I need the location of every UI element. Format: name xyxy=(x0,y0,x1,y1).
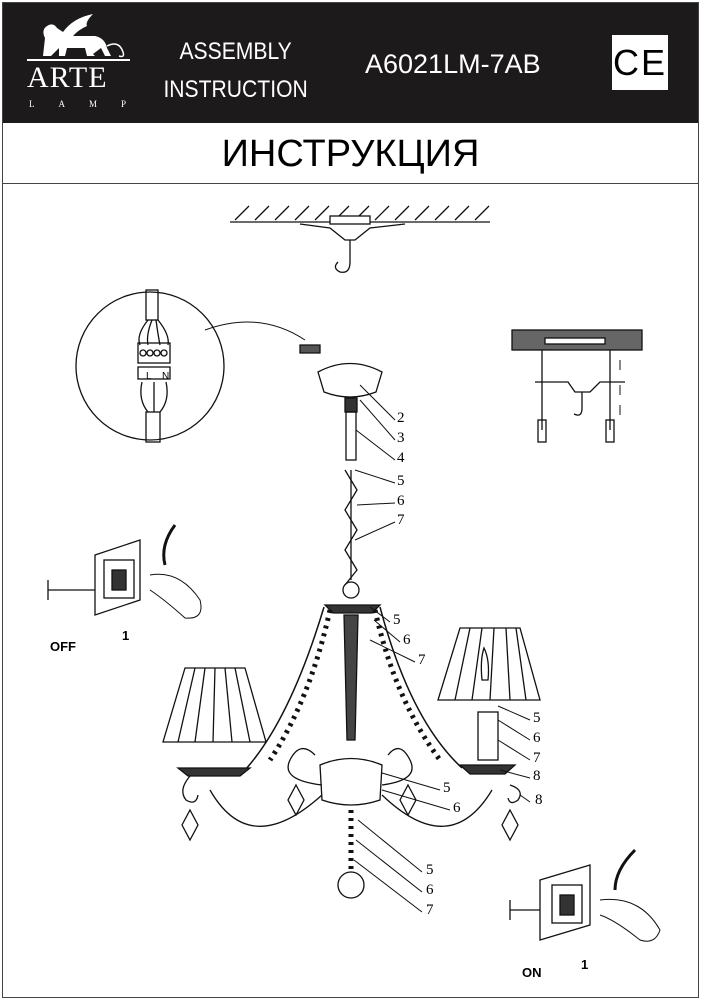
callout-label: 7 xyxy=(418,652,426,668)
callout-label: 7 xyxy=(397,512,405,528)
callout-label: 5 xyxy=(533,710,541,726)
logo-wordmark: ARTE xyxy=(27,61,108,94)
logo-subtitle: LAMP xyxy=(29,99,151,109)
model-number: A6021LM-7AB xyxy=(365,49,541,79)
callout-label: 5 xyxy=(393,612,401,628)
canopy xyxy=(299,344,383,599)
page-title: ИНСТРУКЦИЯ xyxy=(3,123,698,184)
callout-label: 2 xyxy=(397,410,405,426)
callout-label: 5 xyxy=(443,780,451,796)
callout-label: 6 xyxy=(397,493,405,509)
callout-leaders xyxy=(353,384,531,913)
callout-label: 6 xyxy=(426,882,434,898)
callout-label: 5 xyxy=(397,473,405,489)
ce-mark: CE xyxy=(612,35,668,90)
callout-label: 7 xyxy=(533,750,541,766)
lion-logo-icon xyxy=(43,14,125,58)
logo-rule xyxy=(27,59,130,61)
callout-label: 3 xyxy=(397,430,405,446)
callout-label: 8 xyxy=(535,792,543,808)
terminal-label-l: L xyxy=(146,371,152,382)
switch-off-icon xyxy=(47,524,202,619)
left-lamp-shade xyxy=(162,667,267,803)
callout-label: 5 xyxy=(426,862,434,878)
doc-type-line1: ASSEMBLY xyxy=(179,38,292,65)
ceiling-hook-icon xyxy=(299,215,406,273)
doc-type-line2: INSTRUCTION xyxy=(163,76,308,103)
chandelier-body xyxy=(181,604,519,899)
switch-off-label: OFF xyxy=(50,639,76,654)
document-type: ASSEMBLY INSTRUCTION xyxy=(163,33,308,109)
wiring-detail xyxy=(75,289,306,443)
callout-label: 4 xyxy=(397,450,405,466)
step-number: 1 xyxy=(581,957,589,972)
callout-label: 6 xyxy=(403,632,411,648)
callout-label: 6 xyxy=(453,800,461,816)
callout-label: 7 xyxy=(426,902,434,918)
step-number: 1 xyxy=(122,628,130,643)
switch-on-icon xyxy=(509,848,661,942)
callout-label: 8 xyxy=(533,768,541,784)
mounting-detail xyxy=(511,329,643,443)
terminal-label-n: N xyxy=(162,371,170,382)
right-lamp-shade xyxy=(437,627,541,804)
callout-label: 6 xyxy=(533,730,541,746)
switch-on-label: ON xyxy=(522,965,542,980)
header-bar: ARTE LAMP ASSEMBLY INSTRUCTION A6021LM-7… xyxy=(3,3,698,123)
